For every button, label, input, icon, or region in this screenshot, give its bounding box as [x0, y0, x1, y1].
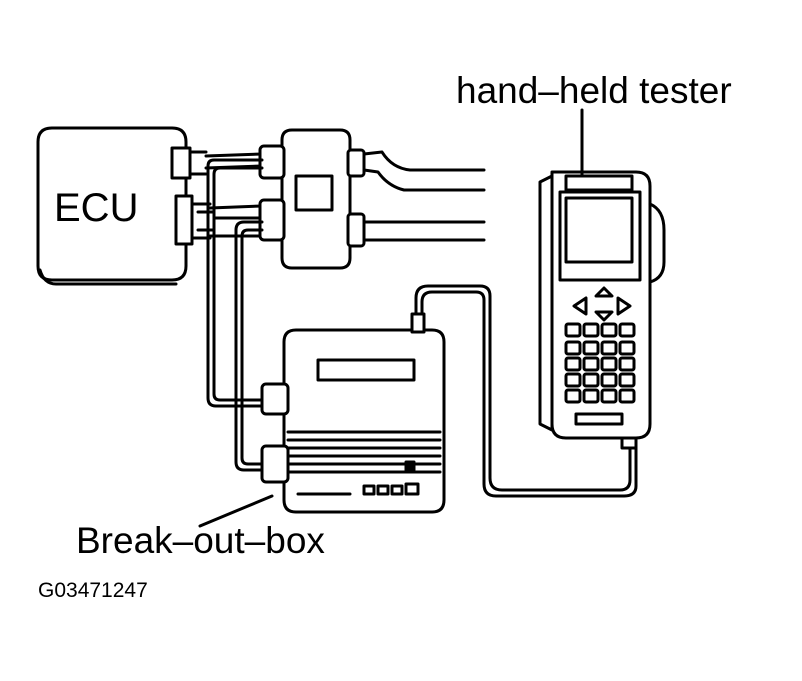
breakout-box-device [260, 312, 446, 514]
breakout-cables [206, 158, 270, 472]
figure-code: G03471247 [38, 579, 148, 602]
hand-held-tester-device [538, 108, 666, 440]
hand-held-tester-label: hand–held tester [456, 70, 732, 111]
breakout-box-label: Break–out–box [76, 520, 325, 561]
inline-connector [258, 128, 366, 270]
ecu-module [36, 126, 216, 286]
vehicle-harness [362, 150, 486, 242]
breakout-leader-line [198, 494, 274, 528]
ecu-label: ECU [54, 186, 139, 230]
